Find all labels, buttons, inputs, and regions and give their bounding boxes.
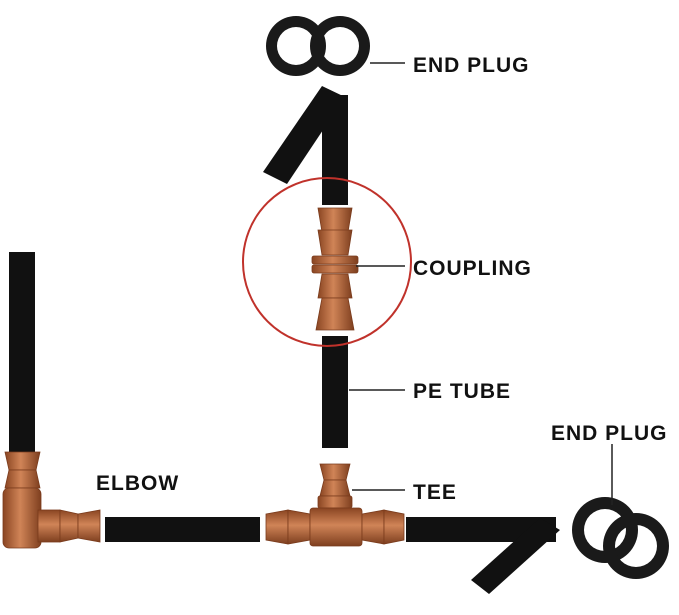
label-end-plug-top: END PLUG [413,54,530,77]
end-plug-right [572,497,669,579]
coupling-fitting [311,207,359,331]
tube-top-angled [263,86,345,184]
tube-center-lower [322,336,348,448]
tee-fitting [265,463,405,547]
pe-tubes [9,86,560,594]
label-coupling: COUPLING [413,257,532,280]
coupling-highlight-circle [242,177,412,347]
label-tee: TEE [413,481,457,504]
leader-lines [349,62,613,505]
tube-bottom-left [105,517,260,542]
tube-left-vertical [9,252,35,452]
end-plug-top [266,16,370,76]
label-end-plug-right: END PLUG [551,422,668,445]
label-pe-tube: PE TUBE [413,380,512,403]
label-elbow: ELBOW [96,472,180,495]
tube-bottom-angled [471,518,560,594]
elbow-fitting [2,451,101,549]
